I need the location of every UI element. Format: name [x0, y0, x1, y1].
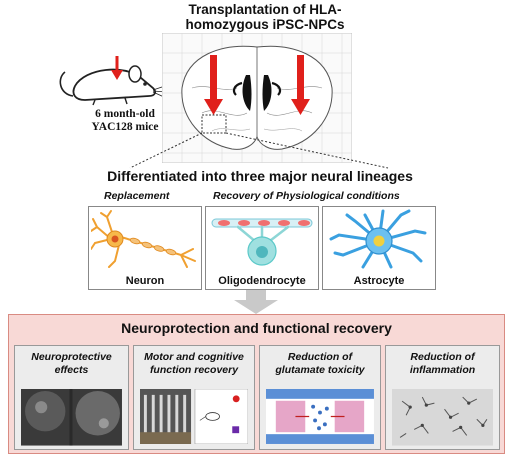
oligodendrocyte-label: Oligodendrocyte: [218, 275, 306, 287]
staining-image: [392, 389, 493, 446]
astrocyte-card: Astrocyte: [322, 206, 436, 290]
microscopy-image: [21, 389, 122, 446]
behavior-test-image: [140, 389, 248, 444]
outcome-title-glutamate: Reduction of glutamate toxicity: [275, 351, 365, 376]
outcome-panel-motor-cognitive: Motor and cognitive function recovery: [133, 345, 255, 450]
outcome-title-inflammation: Reduction of inflammation: [409, 351, 476, 376]
astrocyte-icon: [329, 209, 427, 269]
figure-title: Transplantation of HLA-homozygous iPSC-N…: [185, 2, 345, 32]
outcome-panel-neuroprotective: Neuroprotective effects: [14, 345, 129, 450]
brain-section-diagram: [162, 33, 352, 163]
neuron-icon: [91, 210, 196, 268]
outcome-title-motor-cognitive: Motor and cognitive function recovery: [144, 351, 244, 376]
replacement-subtitle: Replacement: [104, 190, 170, 202]
neuron-label: Neuron: [125, 275, 165, 287]
oligodendrocyte-icon: [211, 218, 313, 266]
oligodendrocyte-card: Oligodendrocyte: [205, 206, 319, 290]
projection-lines: [129, 132, 389, 169]
differentiation-title: Differentiated into three major neural l…: [107, 168, 413, 184]
recovery-subtitle: Recovery of Physiological conditions: [213, 190, 400, 202]
outcome-title: Neuroprotection and functional recovery: [121, 320, 392, 336]
outcome-panel-inflammation: Reduction of inflammation: [385, 345, 500, 450]
down-arrow-icon: [234, 290, 278, 314]
mouse-label: 6 month-old YAC128 mice: [91, 108, 159, 133]
neuron-card: Neuron: [88, 206, 202, 290]
synapse-diagram: [266, 389, 374, 444]
outcome-title-neuroprotective: Neuroprotective effects: [31, 351, 112, 376]
outcome-panel-glutamate: Reduction of glutamate toxicity: [259, 345, 381, 450]
astrocyte-label: Astrocyte: [353, 275, 405, 287]
